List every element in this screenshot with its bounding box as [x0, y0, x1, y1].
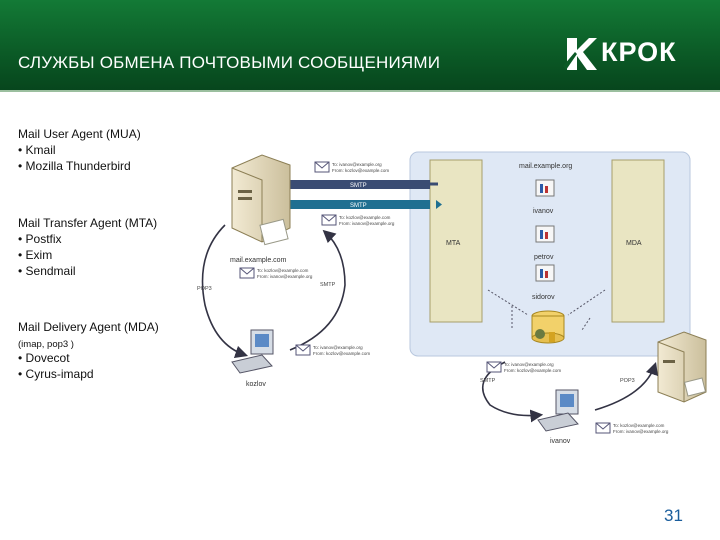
- envelope-icon: To: ivanov@example.org From: kozlov@exam…: [314, 161, 389, 173]
- envelope-to: To: ivanov@example.org: [332, 162, 382, 167]
- mta-column: [429, 159, 483, 323]
- diagram-text: To: kozlov@example.com: [613, 423, 665, 428]
- diagram-text: To: ivanov@example.org: [504, 362, 554, 367]
- diagram-text: To: ivanov@example.org: [313, 345, 363, 350]
- diagram-text: From: kozlov@example.com: [504, 368, 561, 373]
- mua-item: • Kmail: [18, 143, 56, 157]
- database-icon: [531, 310, 565, 344]
- smtp-bar-label: SMTP: [350, 203, 367, 209]
- mda-item: • Cyrus-imapd: [18, 367, 94, 381]
- workstation-icon: [537, 389, 579, 432]
- diagram-text: From: ivanov@example.org: [613, 429, 669, 434]
- diagram-text: From: kozlov@example.com: [313, 351, 370, 356]
- smtp-bar: [290, 200, 430, 209]
- link-arrow: [567, 289, 606, 316]
- mda-column: [611, 159, 665, 323]
- envelope-to: To: kozlov@example.com: [339, 215, 391, 220]
- link-arrow: [581, 317, 591, 331]
- server-domain-label: mail.example.org: [519, 163, 572, 170]
- mua-item: • Mozilla Thunderbird: [18, 159, 131, 173]
- mua-heading: Mail User Agent (MUA): [18, 127, 141, 141]
- smtp-bar: [290, 180, 430, 189]
- mta-label: MTA: [446, 240, 461, 247]
- krok-logo-icon: [563, 38, 597, 70]
- mailbox-icon: sidorov: [532, 264, 555, 301]
- flow-arrow: [594, 361, 659, 411]
- mda-subtitle: (imap, pop3 ): [18, 339, 74, 350]
- diagram-text: SMTP: [320, 282, 336, 288]
- mailbox-label: sidorov: [532, 294, 555, 301]
- mda-item: • Dovecot: [18, 351, 70, 365]
- header-banner: СЛУЖБЫ ОБМЕНА ПОЧТОВЫМИ СООБЩЕНИЯМИ КРОК: [0, 0, 720, 90]
- server-icon: [657, 331, 707, 403]
- diagram-text: From: ivanov@example.org: [257, 274, 313, 279]
- flow-arrow: [481, 361, 544, 423]
- mailbox-label: ivanov: [533, 208, 554, 215]
- mta-item: • Exim: [18, 248, 53, 262]
- flow-arrow: [201, 224, 249, 359]
- mailbox-icon: ivanov: [533, 179, 555, 215]
- mta-item: • Postfix: [18, 232, 62, 246]
- diagram-text: POP3: [197, 286, 212, 292]
- envelope-from: From: ivanov@example.org: [339, 221, 395, 226]
- mda-heading: Mail Delivery Agent (MDA): [18, 320, 159, 334]
- diagram-text: POP3: [620, 378, 635, 384]
- envelope-icon: To: kozlov@example.com From: ivanov@exam…: [321, 214, 395, 226]
- mailbox-icon: petrov: [534, 225, 555, 261]
- workstation-icon: [231, 329, 274, 374]
- mda-label: MDA: [626, 240, 642, 247]
- envelope-icon: To: ivanov@example.org From: kozlov@exam…: [486, 361, 561, 373]
- mta-heading: Mail Transfer Agent (MTA): [18, 216, 158, 230]
- client-label: ivanov: [550, 438, 571, 445]
- server-label: mail.example.com: [230, 257, 287, 264]
- logo-text: КРОК: [601, 37, 677, 67]
- envelope-from: From: kozlov@example.com: [332, 168, 389, 173]
- client-label: kozlov: [246, 381, 266, 388]
- krok-logo: КРОК: [563, 36, 703, 74]
- page-number: 31: [664, 506, 683, 525]
- envelope-icon: To: kozlov@example.com From: ivanov@exam…: [239, 267, 313, 279]
- server-icon: [231, 154, 291, 246]
- envelope-icon: To: kozlov@example.com From: ivanov@exam…: [595, 422, 669, 434]
- header-divider: [0, 90, 720, 92]
- envelope-icon: To: ivanov@example.org From: kozlov@exam…: [295, 344, 370, 356]
- mailbox-label: petrov: [534, 254, 554, 261]
- diagram-text: SMTP: [480, 378, 496, 384]
- slide-title: СЛУЖБЫ ОБМЕНА ПОЧТОВЫМИ СООБЩЕНИЯМИ: [18, 53, 441, 72]
- diagram-text: To: kozlov@example.com: [257, 268, 309, 273]
- flow-arrow: [289, 229, 346, 351]
- smtp-bar-label: SMTP: [350, 183, 367, 189]
- mta-item: • Sendmail: [18, 264, 76, 278]
